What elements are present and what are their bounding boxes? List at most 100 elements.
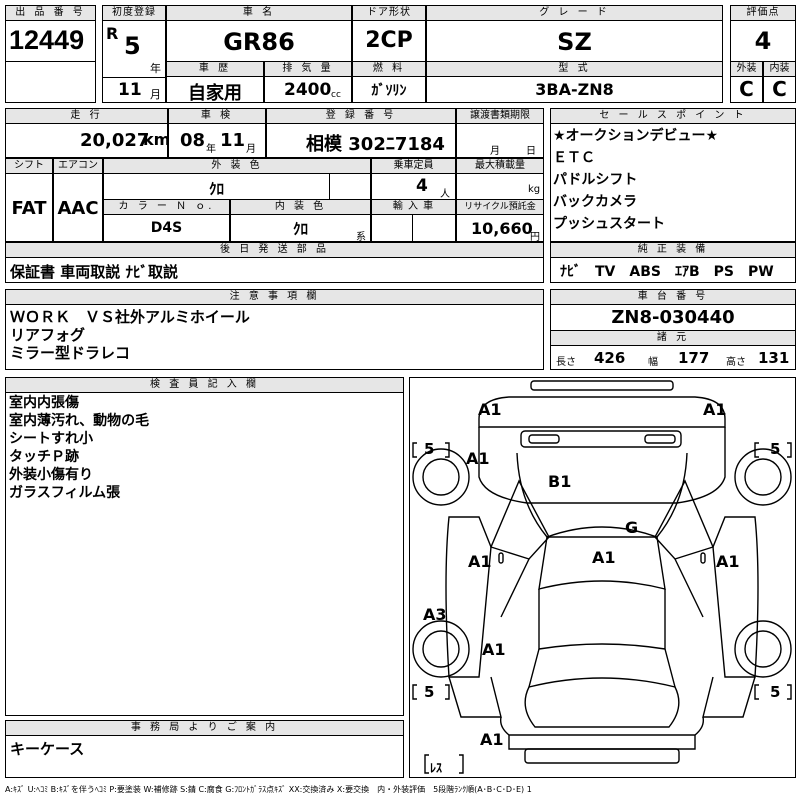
shift-box <box>5 173 53 242</box>
mark-windshield: G <box>625 518 639 537</box>
displacement-value: 2400 <box>284 80 332 100</box>
import-box-2 <box>412 214 456 242</box>
first-reg-divider <box>102 77 166 78</box>
first-reg-label: 初度登録 <box>102 5 166 21</box>
inspection-month-unit: 月 <box>246 144 256 155</box>
note-3: ミラー型ドラレコ <box>10 344 131 362</box>
first-reg-era: R <box>106 24 119 43</box>
capacity-label: 乗車定員 <box>371 158 456 174</box>
spare-tire: ﾚｽ <box>430 761 443 775</box>
chassis-label: 車 台 番 号 <box>550 289 796 305</box>
sales-points-list: ★オークションデビュー★ ＥＴＣ パドルシフト バックカメラ プッシュスタート <box>553 127 718 237</box>
mark-rear-bumper: A1 <box>480 730 504 749</box>
int-color-box <box>230 214 371 242</box>
recycle-label: リサイクル預託金 <box>456 199 544 215</box>
ext-color-label: 外 装 色 <box>103 158 371 174</box>
inspection-year: 08 <box>180 130 206 151</box>
import-label: 輸 入 車 <box>371 199 456 215</box>
ac-box <box>53 173 103 242</box>
inspector-note-3: シートすれ小 <box>9 431 93 447</box>
inspector-note-5: 外装小傷有り <box>9 467 93 483</box>
chassis-box <box>550 304 796 331</box>
sales-point-1: ★オークションデビュー★ <box>553 128 719 144</box>
mileage-label: 走 行 <box>5 108 168 124</box>
fuel-value: ｶﾞｿﾘﾝ <box>371 83 407 99</box>
displacement-unit: cc <box>331 90 341 100</box>
history-value: 自家用 <box>188 83 242 104</box>
height-label: 高さ <box>726 357 746 368</box>
legend: A:ｷｽﾞ U:ﾍｺﾐ B:ｷｽﾞを伴うﾍｺﾐ P:要塗装 W:補修跡 S:錆 … <box>5 785 532 794</box>
length-label: 長さ <box>556 357 576 368</box>
transfer-box <box>456 123 544 158</box>
history-box <box>166 76 264 103</box>
tire-front-right: 5 <box>770 440 781 458</box>
int-score-box <box>763 76 796 103</box>
capacity-value: 4 <box>416 176 428 196</box>
car-diagram-box <box>409 377 796 778</box>
transfer-day-unit: 日 <box>526 146 536 157</box>
lot-label: 出 品 番 号 <box>5 5 96 21</box>
sales-point-3: パドルシフト <box>553 172 638 188</box>
int-score-label: 内装 <box>763 61 796 77</box>
mileage-value: 20,027 <box>80 130 150 151</box>
mark-door-left: A1 <box>468 552 492 571</box>
mark-fender-left: A1 <box>466 449 490 468</box>
inspector-note-2: 室内薄汚れ、動物の毛 <box>9 413 150 429</box>
later-parts-label: 後 日 発 送 部 品 <box>5 242 544 258</box>
max-load-label: 最大積載量 <box>456 158 544 174</box>
length-value: 426 <box>594 349 626 367</box>
sales-point-2: ＥＴＣ <box>553 150 595 166</box>
mark-door-right: A1 <box>716 552 740 571</box>
door-label: ドア形状 <box>352 5 426 21</box>
dimensions-label: 諸 元 <box>550 330 796 346</box>
lot-divider <box>5 61 96 62</box>
ac-label: エアコン <box>53 158 103 174</box>
inspector-list: 室内内張傷 室内薄汚れ、動物の毛 シートすれ小 タッチＰ跡 外装小傷有り ガラス… <box>9 394 149 502</box>
first-reg-box <box>102 20 166 103</box>
model-label: 型 式 <box>426 61 723 77</box>
note-2: リアフォグ <box>10 326 86 344</box>
first-reg-month-unit: 月 <box>150 88 161 101</box>
mileage-box <box>5 123 168 158</box>
equipment-value: ﾅﾋﾞ TV ABS ｴｱB PS PW <box>560 264 774 280</box>
later-parts-value: 保証書 車両取説 ﾅﾋﾞ取説 <box>10 263 178 281</box>
int-score-value: C <box>772 77 787 101</box>
shift-value: FAT <box>11 198 47 219</box>
door-box <box>352 20 426 62</box>
transfer-label: 譲渡書類期限 <box>456 108 544 124</box>
grade-label: グ レ ー ド <box>426 5 723 21</box>
model-value: 3BA-ZN8 <box>535 80 614 99</box>
inspection-box <box>168 123 266 158</box>
ext-score-label: 外装 <box>730 61 763 77</box>
color-no-value: D4S <box>150 220 183 236</box>
mark-front-right: A1 <box>703 400 727 419</box>
int-color-value: ｸﾛ <box>292 220 308 238</box>
height-value: 131 <box>758 349 790 367</box>
score-value: 4 <box>754 27 772 55</box>
max-load-unit: kg <box>528 184 541 195</box>
import-box <box>371 214 413 242</box>
equipment-box <box>550 257 796 283</box>
displacement-box <box>264 76 352 103</box>
ext-score-box <box>730 76 763 103</box>
door-value: 2CP <box>365 28 413 53</box>
ext-color-box-2 <box>329 173 371 200</box>
ext-score-value: C <box>739 77 754 101</box>
office-label: 事 務 局 よ り ご 案 内 <box>5 720 404 736</box>
inspection-year-unit: 年 <box>206 144 216 155</box>
note-1: ＷＯＲＫ ＶＳ社外アルミホイール <box>10 308 250 326</box>
car-diagram <box>412 380 792 774</box>
registration-box <box>266 123 456 158</box>
car-name-value: GR86 <box>223 28 295 56</box>
shift-label: シフト <box>5 158 53 174</box>
color-no-label: カ ラ ー Ｎ ｏ. <box>103 199 230 215</box>
dimensions-box <box>550 345 796 370</box>
grade-value: SZ <box>557 28 592 56</box>
first-reg-year: 5 <box>124 32 141 60</box>
ac-value: AAC <box>57 198 99 219</box>
inspector-note-6: ガラスフィルム張 <box>9 485 121 501</box>
sales-point-5: プッシュスタート <box>553 216 665 232</box>
sales-points-box <box>550 123 796 242</box>
office-value: キーケース <box>10 740 85 758</box>
inspector-note-4: タッチＰ跡 <box>9 449 79 465</box>
